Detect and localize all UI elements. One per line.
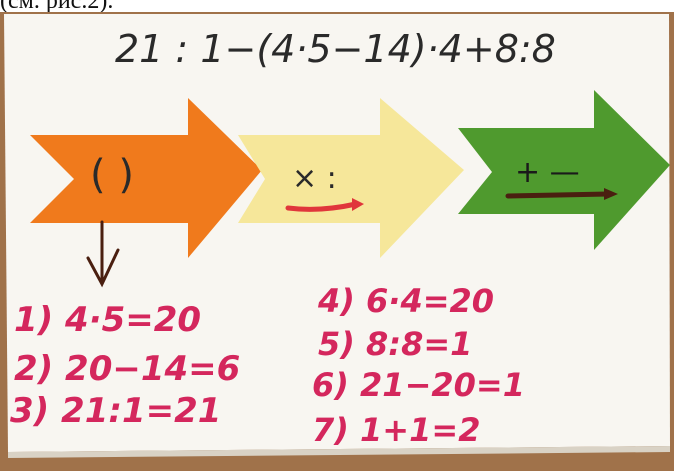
step-7: 7) 1+1=2 (312, 411, 480, 449)
arrow-3-label: + — (515, 155, 580, 190)
down-arrow-head (86, 248, 120, 288)
step-5: 5) 8:8=1 (318, 325, 472, 363)
paper-sheet (4, 14, 670, 452)
arrow-3-underline-head (604, 188, 618, 200)
step-4: 4) 6·4=20 (317, 282, 494, 320)
arrow-1-label: ( ) (90, 152, 134, 198)
arrow-multiply-divide (238, 98, 464, 258)
expression-text: 21 : 1−(4·5−14)·4+8:8 (115, 27, 556, 71)
arrow-plus-minus (458, 90, 670, 250)
step-6: 6) 21−20=1 (312, 366, 525, 404)
top-caption: (см. рис.2). (0, 0, 114, 14)
arrow-2-underline (285, 201, 359, 212)
paper-edge (8, 446, 670, 458)
arrow-2-label: × : (292, 161, 337, 196)
step-3: 3) 21:1=21 (10, 391, 221, 431)
arrow-parentheses (30, 98, 262, 258)
step-1: 1) 4·5=20 (14, 300, 201, 340)
step-2: 2) 20−14=6 (14, 349, 240, 389)
arrow-2-underline-head (352, 198, 364, 211)
arrow-3-underline (505, 191, 611, 199)
